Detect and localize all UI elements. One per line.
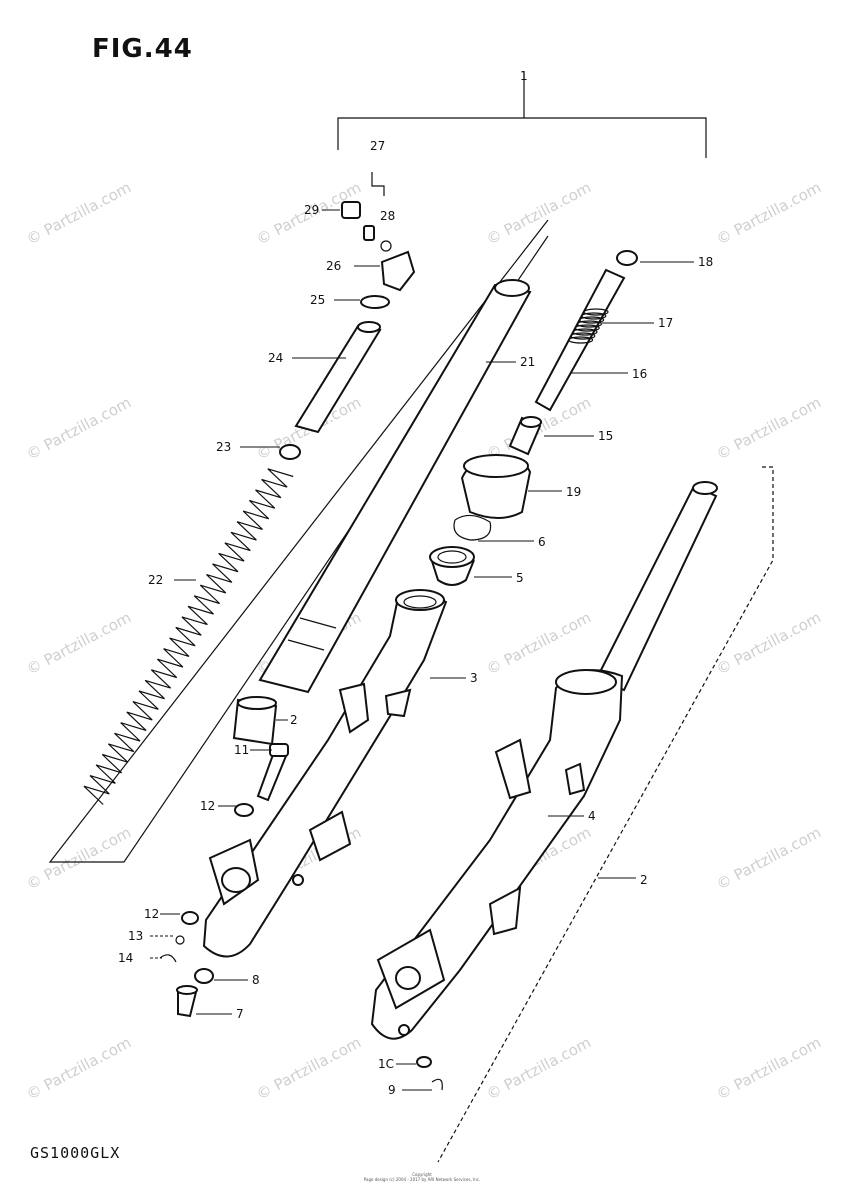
watermark: © Partzilla.com (23, 1033, 134, 1103)
callout-labels: 12234567891C1112121314151617181921222324… (118, 69, 713, 1097)
callout-c2b: 2 (640, 873, 648, 887)
callout-c11: 11 (234, 743, 249, 757)
callout-c12a: 12 (200, 799, 215, 813)
callout-c27: 27 (370, 139, 385, 153)
callout-c12b: 12 (144, 907, 159, 921)
callout-c1: 1 (520, 69, 528, 83)
callout-c23: 23 (216, 440, 231, 454)
watermark: © Partzilla.com (713, 1033, 824, 1103)
oil-seal (429, 546, 475, 586)
callout-c17: 17 (658, 316, 673, 330)
callout-c16: 16 (632, 367, 647, 381)
callout-c8: 8 (252, 973, 260, 987)
callout-c9: 9 (388, 1083, 396, 1097)
watermark: © Partzilla.com (713, 393, 824, 463)
damper-bolt (256, 750, 288, 802)
callout-c25: 25 (310, 293, 325, 307)
watermark: © Partzilla.com (713, 608, 824, 678)
figure-title: FIG.44 (92, 34, 193, 64)
inner-parts-outline (48, 219, 549, 863)
watermark: © Partzilla.com (253, 1033, 364, 1103)
watermark: © Partzilla.com (483, 608, 594, 678)
callout-c28: 28 (380, 209, 395, 223)
callout-c2a: 2 (290, 713, 298, 727)
watermark: © Partzilla.com (23, 823, 134, 893)
model-code: GS1000GLX (30, 1144, 121, 1162)
copyright-line: Page design (c) 2004 - 2017 by ARI Netwo… (363, 1177, 481, 1182)
callout-c18: 18 (698, 255, 713, 269)
callout-c14: 14 (118, 951, 133, 965)
callout-c6: 6 (538, 535, 546, 549)
watermark: © Partzilla.com (483, 178, 594, 248)
watermark: © Partzilla.com (713, 823, 824, 893)
watermark: © Partzilla.com (23, 393, 134, 463)
watermark: © Partzilla.com (483, 1033, 594, 1103)
bolt-washer (234, 803, 254, 817)
callout-c7: 7 (236, 1007, 244, 1021)
dust-seal (460, 453, 532, 519)
callout-c5: 5 (516, 571, 524, 585)
outer-tube-left (202, 589, 448, 958)
callout-c19: 19 (566, 485, 581, 499)
callout-c29: 29 (304, 203, 319, 217)
callout-c4: 4 (588, 809, 596, 823)
leader-lines (150, 209, 694, 1091)
inner-tube (258, 279, 532, 694)
watermark: © Partzilla.com (23, 608, 134, 678)
callout-c15: 15 (598, 429, 613, 443)
callout-c21: 21 (520, 355, 535, 369)
callout-c10: 1C (378, 1057, 394, 1071)
spring-seat (279, 444, 301, 460)
assembly-bracket (337, 72, 707, 158)
fork-cap-assembly (341, 172, 416, 309)
copyright-line: Copyright (412, 1172, 432, 1177)
callout-c26: 26 (326, 259, 341, 273)
watermark: © Partzilla.com (713, 178, 824, 248)
callout-c24: 24 (268, 351, 283, 365)
callout-c13: 13 (128, 929, 143, 943)
copyright-notice: Copyright Page design (c) 2004 - 2017 by… (352, 1172, 492, 1182)
damper-rod-assembly (508, 250, 638, 456)
fork-leg-right (370, 481, 718, 1040)
retaining-ring (453, 514, 492, 541)
fork-spring (83, 468, 294, 805)
watermark: © Partzilla.com (23, 178, 134, 248)
callout-c22: 22 (148, 573, 163, 587)
outer-tube-outline (437, 466, 774, 1163)
callout-c3: 3 (470, 671, 478, 685)
